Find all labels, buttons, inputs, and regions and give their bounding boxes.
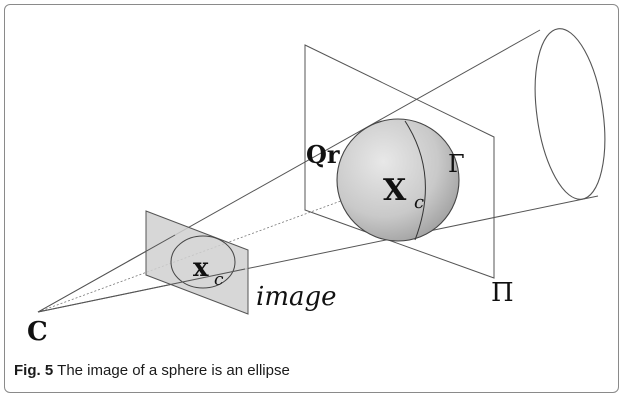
- label-q-r: Qr: [306, 140, 340, 169]
- cone-top-line-front: [37, 234, 176, 313]
- label-sphere-center: X: [383, 173, 407, 208]
- label-image-point-subscript: c: [214, 270, 224, 290]
- label-plane: Π: [491, 278, 514, 308]
- cone-base-ellipse: [534, 28, 606, 200]
- label-contact-curve: Γ: [448, 150, 465, 178]
- label-image-plane: image: [256, 282, 337, 312]
- caption-text: The image of a sphere is an ellipse: [57, 362, 290, 379]
- label-image-point: x: [193, 253, 209, 283]
- contact-curve: [404, 120, 426, 241]
- cone-bottom-line-front: [37, 268, 246, 313]
- image-ellipse: [170, 235, 236, 289]
- figure-border: [4, 4, 619, 393]
- caption-label: Fig. 5: [14, 362, 54, 379]
- label-camera-center: C: [27, 317, 48, 347]
- label-sphere-center-subscript: c: [414, 192, 424, 213]
- sphere: [336, 118, 460, 242]
